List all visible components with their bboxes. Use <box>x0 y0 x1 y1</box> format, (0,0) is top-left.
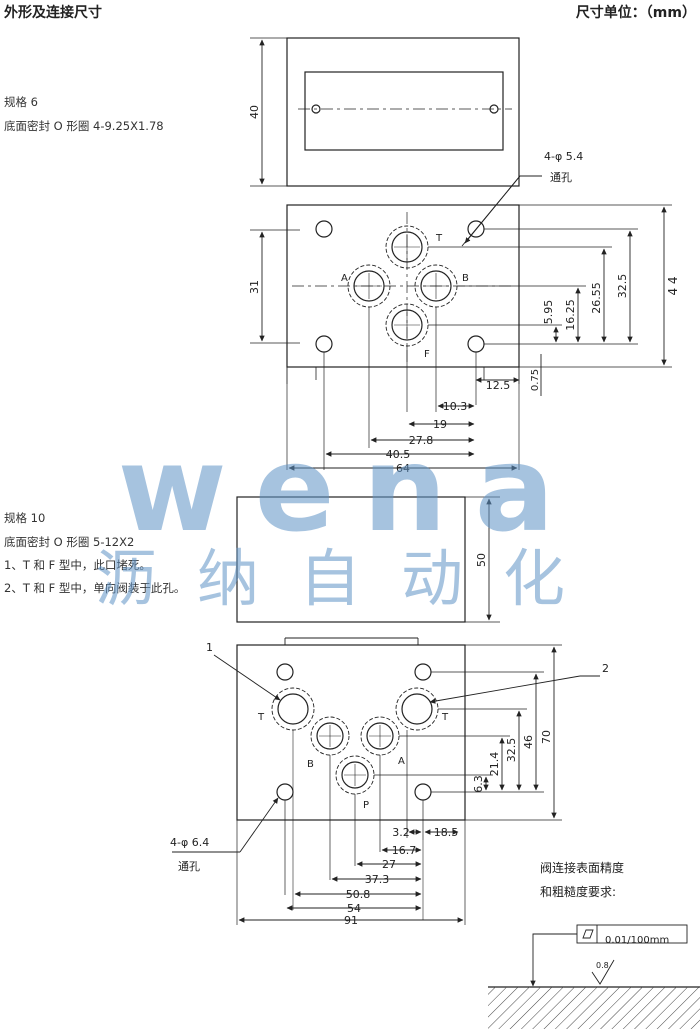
size10-dim-3-2: 3.2 <box>392 826 410 839</box>
size6-dim-5-95: 5.95 <box>542 300 555 325</box>
size6-dim-32-5: 32.5 <box>616 274 629 299</box>
size6-top-body <box>286 37 520 187</box>
size10-mount-hole-br <box>414 783 432 801</box>
size6-top-recess <box>304 71 504 151</box>
size10-seal: 底面密封 O 形圈 5-12X2 <box>4 535 135 549</box>
size10-hole-type: 通孔 <box>178 860 200 873</box>
size10-port-T-left <box>271 687 315 731</box>
size10-dim-46: 46 <box>522 735 535 749</box>
size10-port-P <box>335 755 375 795</box>
size10-bottom-body <box>236 644 466 821</box>
size10-dim-70: 70 <box>540 730 553 744</box>
size6-dim-16-25: 16.25 <box>564 299 577 331</box>
size6-spec: 规格 6 <box>4 95 38 109</box>
size10-dim-32-5: 32.5 <box>505 738 518 763</box>
size6-hole-callout: 4-φ 5.4 <box>544 150 583 163</box>
size10-dim-21-4: 21.4 <box>488 752 501 777</box>
size6-port-F <box>385 303 429 347</box>
size10-dim-50-8: 50.8 <box>346 888 371 901</box>
surface-title-2: 和粗糙度要求: <box>540 884 616 899</box>
header-unit: 尺寸单位：（mm） <box>575 5 696 21</box>
size6-mount-hole-br <box>467 335 485 353</box>
size6-label-A: A <box>341 273 348 284</box>
size10-dim-6-3: 6.3 <box>472 775 485 793</box>
size6-dim-27-8: 27.8 <box>409 434 434 447</box>
size10-note1: 1、T 和 F 型中，此口堵死。 <box>4 558 151 572</box>
size6-port-B <box>414 264 458 308</box>
roughness-value: 0.8 <box>596 961 609 970</box>
size6-label-T: T <box>435 233 443 244</box>
size10-mount-hole-tr <box>414 663 432 681</box>
size6-dim-0-75: 0.75 <box>530 369 541 391</box>
size6-port-T <box>385 225 429 269</box>
size10-note2: 2、T 和 F 型中，单向阀装于此孔。 <box>4 581 186 595</box>
size6-hole-type: 通孔 <box>550 171 572 184</box>
size10-port-A <box>360 716 400 756</box>
size10-top-view <box>236 496 500 623</box>
size10-label-B: B <box>307 759 314 770</box>
size10-dim-37-3: 37.3 <box>365 873 390 886</box>
size10-dim-18-5: 18.5 <box>434 826 459 839</box>
size10-dim-91: 91 <box>344 914 358 927</box>
size6-bottom-view <box>250 175 672 471</box>
size10-label-T-right: T <box>441 712 449 723</box>
size6-dim-12-5: 12.5 <box>486 379 511 392</box>
size10-label-P: P <box>363 800 369 811</box>
size6-label-B: B <box>462 273 469 284</box>
flatness-icon <box>582 929 594 939</box>
size10-dim-27: 27 <box>382 858 396 871</box>
size10-dim-16-7: 16.7 <box>392 844 417 857</box>
size6-dim-44: 4 4 <box>666 276 680 295</box>
size10-dim-50: 50 <box>475 553 488 567</box>
size6-dim-64: 64 <box>396 462 410 475</box>
size6-mount-hole-bl <box>315 335 333 353</box>
size10-mount-hole-bl <box>276 783 294 801</box>
size10-top-body <box>236 496 466 623</box>
size10-mount-hole-tl <box>276 663 294 681</box>
flatness-value: 0.01/100mm <box>605 935 669 946</box>
size6-top-view <box>250 37 520 187</box>
surface-title-1: 阀连接表面精度 <box>540 860 624 875</box>
size10-label-A: A <box>398 756 405 767</box>
size10-hole-callout: 4-φ 6.4 <box>170 836 209 849</box>
size10-bottom-view <box>172 637 600 925</box>
size10-dim-54: 54 <box>347 902 361 915</box>
size10-spec: 规格 10 <box>4 511 46 525</box>
surface-symbol <box>488 924 700 1029</box>
size6-dim-26-55: 26.55 <box>590 282 603 314</box>
size6-label-F: F <box>424 349 430 360</box>
size10-port-T-right <box>395 687 439 731</box>
size6-port-A <box>347 264 391 308</box>
size6-dim-19: 19 <box>433 418 447 431</box>
size10-label-T-left: T <box>257 712 265 723</box>
size6-dim-40-5: 40.5 <box>386 448 411 461</box>
size10-port-B <box>310 716 350 756</box>
size6-dim-40: 40 <box>248 105 261 119</box>
size6-dim-31: 31 <box>248 280 261 294</box>
size10-callout-1: 1 <box>206 641 213 654</box>
roughness-icon <box>591 959 615 985</box>
size6-mount-hole-tl <box>315 220 333 238</box>
size6-seal: 底面密封 O 形圈 4-9.25X1.78 <box>4 119 164 133</box>
size6-dim-10-3: 10.3 <box>443 400 468 413</box>
size10-callout-2: 2 <box>602 662 609 675</box>
header-title: 外形及连接尺寸 <box>4 5 102 21</box>
surface-hatch <box>488 987 700 1029</box>
